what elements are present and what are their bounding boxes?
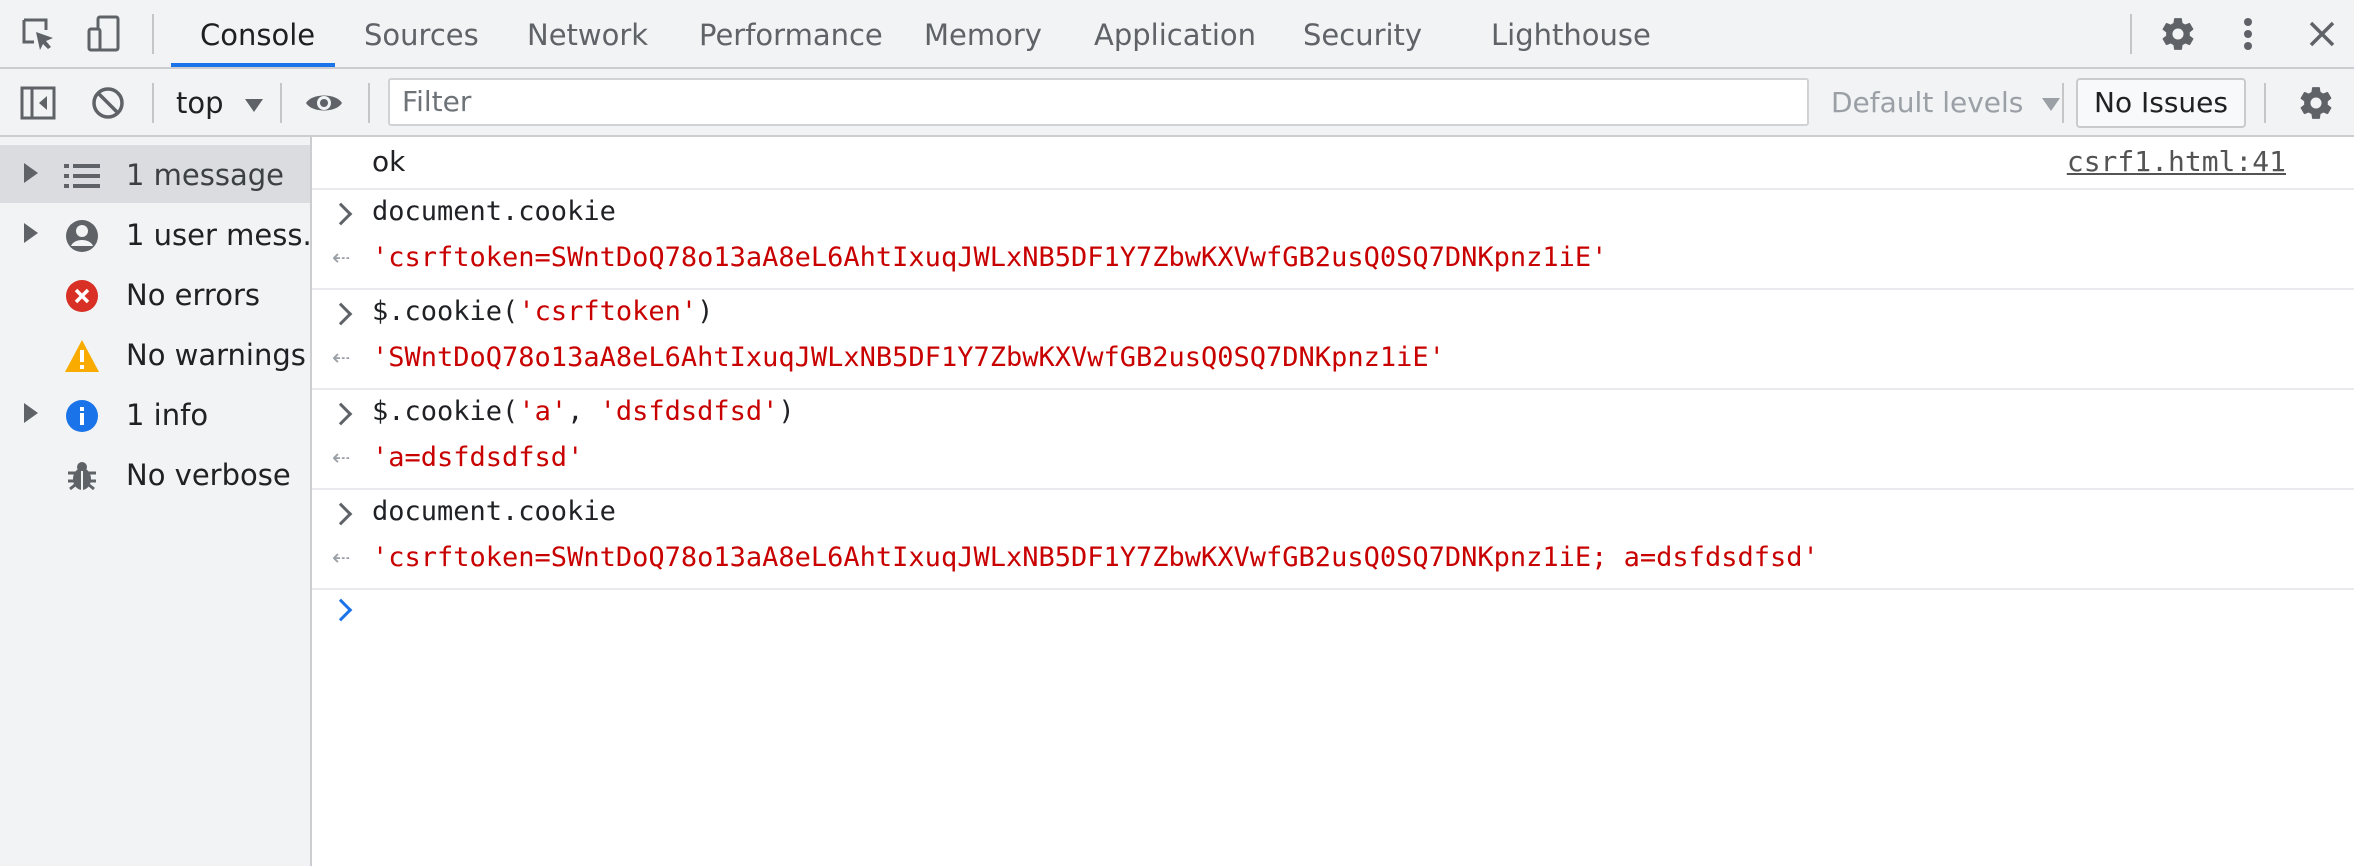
warning-icon [64, 338, 100, 374]
console-input-row: document.cookie [312, 190, 2354, 238]
return-arrow-icon: ⇠ [332, 246, 351, 271]
expand-arrow-icon[interactable] [24, 163, 38, 183]
chevron-down-icon [244, 98, 263, 112]
sidebar-item-warnings[interactable]: No warnings [0, 325, 310, 383]
sidebar-item-errors[interactable]: No errors [0, 265, 310, 323]
console-result-row: ⇠ 'SWntDoQ78o13aA8eL6AhtIxuqJWLxNB5DF1Y7… [312, 338, 2354, 390]
expand-arrow-icon[interactable] [24, 403, 38, 423]
console-log-message: ok csrf1.html:41 [312, 137, 2354, 190]
context-label: top [176, 86, 224, 120]
console-output[interactable]: ok csrf1.html:41 document.cookie ⇠ 'csrf… [312, 137, 2354, 866]
devtools-tab-bar: Console Sources Network Performance Memo… [0, 0, 2354, 69]
toolbar-divider [2062, 83, 2064, 123]
sidebar-item-label: 1 info [126, 398, 209, 432]
filter-input[interactable]: Filter [388, 78, 1809, 126]
show-sidebar-icon[interactable] [18, 83, 58, 123]
sidebar-item-label: No errors [126, 278, 260, 312]
console-toolbar: top Filter Default levels No Issues [0, 69, 2354, 137]
result-value: 'csrftoken=SWntDoQ78o13aA8eL6AhtIxuqJWLx… [372, 242, 1608, 273]
inspect-element-icon[interactable] [18, 14, 58, 54]
chevron-right-icon [329, 202, 353, 226]
error-icon [64, 278, 100, 314]
console-sidebar: 1 message 1 user mess... No errors [0, 137, 330, 866]
close-icon[interactable] [2302, 14, 2342, 54]
result-value: 'csrftoken=SWntDoQ78o13aA8eL6AhtIxuqJWLx… [372, 542, 1819, 573]
toolbar-divider [2130, 14, 2132, 54]
info-icon [64, 398, 100, 434]
clear-console-icon[interactable] [88, 83, 128, 123]
input-expression: document.cookie [372, 196, 616, 227]
log-levels-label: Default levels [1831, 86, 2024, 119]
log-levels-dropdown[interactable]: Default levels [1831, 83, 2061, 123]
console-result-row: ⇠ 'a=dsfdsdfsd' [312, 438, 2354, 490]
sidebar-item-label: 1 message [126, 158, 284, 192]
console-input-row: $.cookie('csrftoken') [312, 290, 2354, 338]
live-expression-eye-icon[interactable] [304, 83, 344, 123]
console-prompt[interactable] [312, 590, 2354, 640]
chevron-right-icon [329, 302, 353, 326]
chevron-right-icon [329, 402, 353, 426]
tab-network[interactable]: Network [527, 18, 649, 52]
return-arrow-icon: ⇠ [332, 346, 351, 371]
more-options-icon[interactable] [2228, 14, 2268, 54]
tab-performance[interactable]: Performance [699, 18, 883, 52]
toolbar-divider [152, 83, 154, 123]
input-expression: $.cookie('csrftoken') [372, 296, 714, 327]
toolbar-divider [368, 83, 370, 123]
prompt-chevron-icon [329, 598, 353, 622]
expand-arrow-icon[interactable] [24, 223, 38, 243]
source-link[interactable]: csrf1.html:41 [2066, 145, 2286, 178]
user-icon [64, 218, 100, 254]
tab-sources[interactable]: Sources [364, 18, 479, 52]
result-value: 'SWntDoQ78o13aA8eL6AhtIxuqJWLxNB5DF1Y7Zb… [372, 342, 1445, 373]
toolbar-divider [2264, 83, 2266, 123]
sidebar-item-label: No warnings [126, 338, 306, 372]
console-input-row: $.cookie('a', 'dsfdsdfsd') [312, 390, 2354, 438]
chevron-right-icon [329, 502, 353, 526]
tab-memory[interactable]: Memory [924, 18, 1042, 52]
console-result-row: ⇠ 'csrftoken=SWntDoQ78o13aA8eL6AhtIxuqJW… [312, 238, 2354, 290]
tab-security[interactable]: Security [1303, 18, 1423, 52]
log-text: ok [372, 145, 406, 178]
sidebar-item-verbose[interactable]: No verbose [0, 445, 310, 503]
settings-gear-icon[interactable] [2158, 14, 2198, 54]
sidebar-item-label: 1 user mess... [126, 218, 331, 252]
sidebar-item-user-messages[interactable]: 1 user mess... [0, 205, 330, 263]
console-result-row: ⇠ 'csrftoken=SWntDoQ78o13aA8eL6AhtIxuqJW… [312, 538, 2354, 590]
tab-console[interactable]: Console [200, 18, 316, 52]
device-toolbar-icon[interactable] [84, 14, 124, 54]
context-selector[interactable]: top [176, 83, 263, 123]
issues-button[interactable]: No Issues [2076, 78, 2246, 128]
toolbar-divider [152, 14, 154, 54]
active-tab-indicator [171, 63, 335, 67]
return-arrow-icon: ⇠ [332, 446, 351, 471]
toolbar-divider [280, 83, 282, 123]
chevron-down-icon [2042, 97, 2061, 111]
tab-application[interactable]: Application [1094, 18, 1257, 52]
return-arrow-icon: ⇠ [332, 546, 351, 571]
sidebar-item-info[interactable]: 1 info [0, 385, 310, 443]
tab-lighthouse[interactable]: Lighthouse [1491, 18, 1651, 52]
result-value: 'a=dsfdsdfsd' [372, 442, 584, 473]
input-expression: document.cookie [372, 496, 616, 527]
console-input-row: document.cookie [312, 490, 2354, 538]
sidebar-item-label: No verbose [126, 458, 291, 492]
list-icon [64, 158, 100, 194]
bug-icon [64, 458, 100, 494]
console-settings-gear-icon[interactable] [2296, 83, 2336, 123]
sidebar-item-messages[interactable]: 1 message [0, 145, 310, 203]
input-expression: $.cookie('a', 'dsfdsdfsd') [372, 396, 795, 427]
